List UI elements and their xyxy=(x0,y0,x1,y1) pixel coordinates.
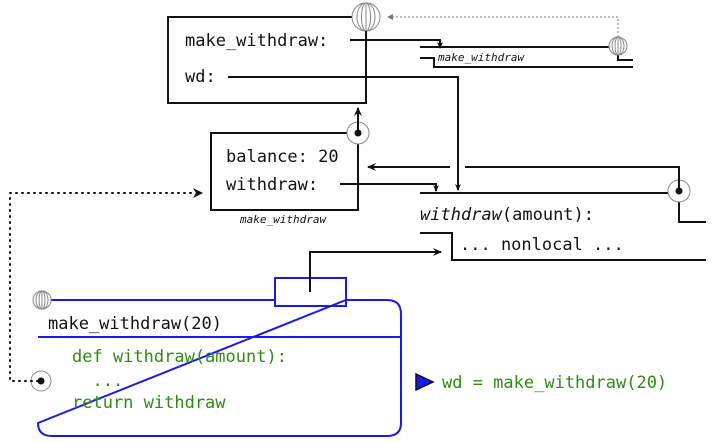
code-line-2: ... xyxy=(72,371,123,391)
withdraw-fn-signature: withdraw(amount): xyxy=(420,205,594,225)
global-env-globe-icon xyxy=(351,2,381,32)
withdraw-parent-pointer-a xyxy=(465,166,680,188)
withdraw-pointer xyxy=(340,183,439,192)
return-value-pointer xyxy=(309,248,442,292)
binding-balance-label: balance: 20 xyxy=(226,147,339,167)
local-frame-box xyxy=(210,132,359,211)
env-dotted-link xyxy=(9,192,194,382)
fn-parent-link xyxy=(617,55,633,61)
env-dotted-link-arrowhead xyxy=(193,188,203,198)
withdraw-function-object: withdraw(amount): ... nonlocal ... xyxy=(367,163,706,261)
local-frame-label: make_withdraw xyxy=(239,213,327,226)
make-withdraw-pointer xyxy=(350,39,443,49)
fn-parent-globe-icon xyxy=(608,36,628,56)
make-withdraw-fn-label: make_withdraw xyxy=(437,51,525,64)
code-line-1: def withdraw(amount): xyxy=(72,347,287,367)
call-frame-border xyxy=(36,299,402,437)
withdraw-fn-right-edge xyxy=(678,201,706,223)
fn-bottom-line xyxy=(420,57,633,68)
call-frame-title: make_withdraw(20) xyxy=(48,314,222,334)
local-parent-ring-icon xyxy=(346,121,370,145)
binding-make-withdraw-label: make_withdraw: xyxy=(185,31,328,51)
current-statement-text: wd = make_withdraw(20) xyxy=(442,373,667,393)
call-frame: make_withdraw(20) def withdraw(amount): … xyxy=(30,248,442,437)
local-frame: balance: 20 withdraw: make_withdraw xyxy=(210,107,370,226)
withdraw-fn-body: ... nonlocal ... xyxy=(460,235,624,255)
withdraw-parent-ring-icon xyxy=(667,179,691,203)
call-frame-globe-icon xyxy=(32,290,52,310)
withdraw-fn-body-outline xyxy=(420,232,706,261)
global-frame-box xyxy=(167,16,367,104)
code-line-3: return withdraw xyxy=(72,393,226,413)
wd-pointer xyxy=(228,76,461,191)
make-withdraw-function-object: make_withdraw xyxy=(387,14,633,68)
current-statement: wd = make_withdraw(20) xyxy=(415,372,667,393)
play-triangle-icon xyxy=(415,372,435,392)
binding-wd-label: wd: xyxy=(185,67,216,87)
binding-balance-value: 20 xyxy=(318,147,338,167)
binding-withdraw-label: withdraw: xyxy=(226,175,318,195)
fn-parent-dotted-link xyxy=(387,14,619,37)
global-frame: make_withdraw: wd: xyxy=(167,2,381,104)
call-frame-env-ring-icon xyxy=(30,370,52,392)
